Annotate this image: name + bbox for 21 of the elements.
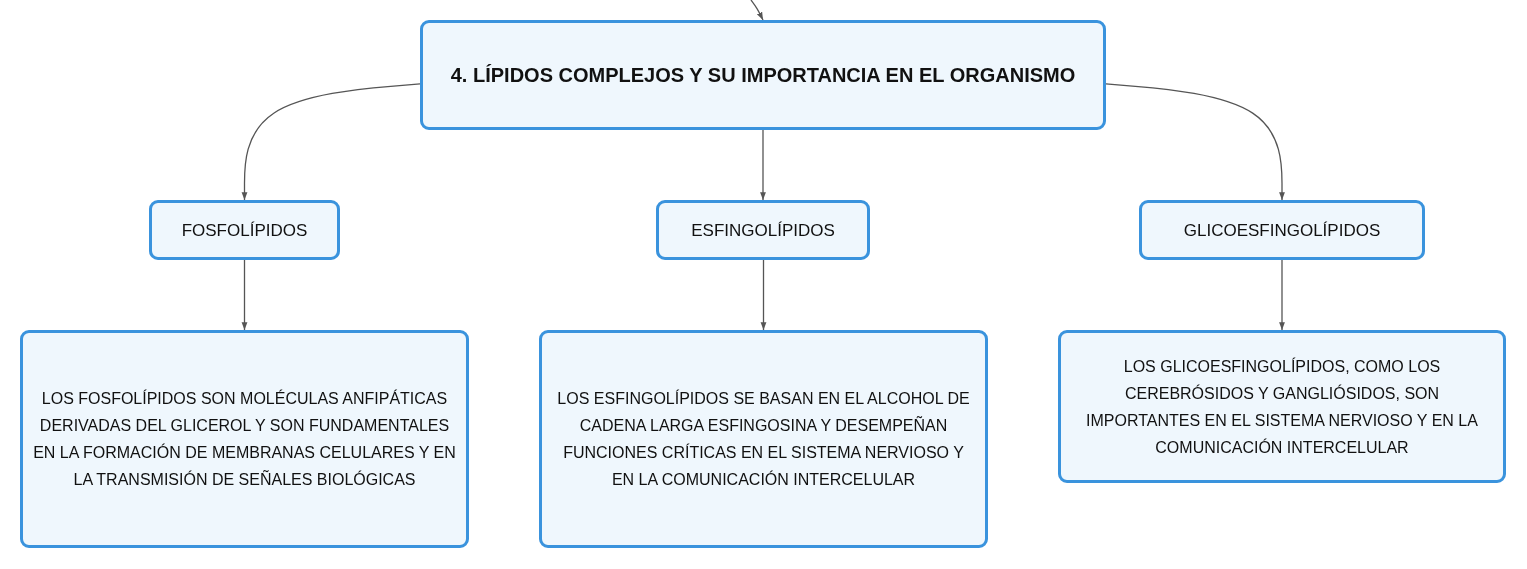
connector-arrow xyxy=(760,129,766,201)
topic-label: 4. LÍPIDOS COMPLEJOS Y SU IMPORTANCIA EN EL ORGANISMO xyxy=(450,63,1076,88)
connector-arrow xyxy=(750,0,764,21)
subtopic-box xyxy=(149,200,340,260)
connector-arrow xyxy=(1279,259,1285,331)
connector-arrow xyxy=(241,83,421,201)
connector-arrow xyxy=(760,259,767,331)
description-box xyxy=(1058,330,1506,483)
connector-arrow xyxy=(241,259,248,331)
description-box xyxy=(20,330,469,548)
description-text: LOS ESFINGOLÍPIDOS SE BASAN EN EL ALCOHOL DE CADENA LARGA ESFINGOSINA Y DESEMPEÑAN FUNCIONES CRÍTICAS EN EL SISTEMA NERVIOSO Y EN LA COMUNICACIÓN INTERCELULAR xyxy=(556,388,971,490)
description-text: LOS FOSFOLÍPIDOS SON MOLÉCULAS ANFIPÁTICAS DERIVADAS DEL GLICEROL Y SON FUNDAMENTALES EN LA FORMACIÓN DE MEMBRANAS CELULARES Y EN LA TRANSMISIÓN DE SEÑALES BIOLÓGICAS xyxy=(33,388,456,490)
topic-label: GLICOESFINGOLÍPIDOS xyxy=(1183,219,1381,242)
description-text: LOS GLICOESFINGOLÍPIDOS, COMO LOS CEREBRÓSIDOS Y GANGLIÓSIDOS, SON IMPORTANTES EN EL SISTEMA NERVIOSO Y EN LA COMUNICACIÓN INTERCELULAR xyxy=(1085,356,1479,458)
topic-box xyxy=(420,20,1106,130)
subtopic-box xyxy=(656,200,870,260)
topic-label: FOSFOLÍPIDOS xyxy=(181,219,308,242)
subtopic-box xyxy=(1139,200,1425,260)
connector-arrow xyxy=(1105,83,1285,201)
description-box xyxy=(539,330,988,548)
topic-label: ESFINGOLÍPIDOS xyxy=(691,219,835,242)
